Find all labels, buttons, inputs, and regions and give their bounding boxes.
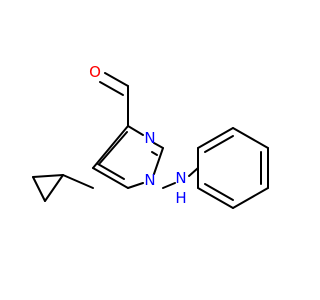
- aldehyde-double-bond: [104, 72, 129, 87]
- cyclopropyl-bond-bottom-top: [44, 174, 64, 202]
- cyclopropyl-attachment-bond: [62, 174, 94, 189]
- ring-double-bond-c6-c5: [97, 163, 125, 180]
- ring-bond-c5-c4: [92, 125, 129, 169]
- phenyl-double-bond-6: [204, 183, 234, 201]
- ring-double-bond-c5-c4: [99, 131, 128, 164]
- phenyl-bond-6: [197, 187, 234, 209]
- amine-hydrogen-label: H: [175, 189, 186, 207]
- phenyl-bond-2: [197, 127, 234, 149]
- ring-bond-n3-c2: [153, 142, 164, 149]
- cyclopropyl-bond-left-bottom: [32, 176, 46, 202]
- molecule-structure: O N N N H: [32, 63, 269, 209]
- aldehyde-double-bond-second: [99, 81, 124, 96]
- phenyl-bond-3: [232, 127, 269, 149]
- phenyl-double-bond-2: [204, 135, 234, 153]
- amine-bond-phenyl: [188, 167, 199, 177]
- ring-nitrogen-bottom-label: N: [144, 171, 155, 189]
- amine-nitrogen-label: N: [175, 169, 186, 187]
- ring-bond-c4-n3: [127, 125, 144, 136]
- bond-group: [32, 72, 269, 209]
- amine-bond-ring: [162, 182, 176, 189]
- phenyl-bond-5: [232, 187, 269, 209]
- ring-bond-c2-n1: [153, 147, 164, 175]
- atom-label-group: O N N N H: [89, 63, 187, 207]
- oxygen-atom-label: O: [89, 63, 101, 81]
- ring-double-bond-n3-c2: [151, 151, 158, 156]
- ring-bond-c6-c5: [92, 167, 129, 189]
- cyclopropyl-bond-top-left: [32, 174, 64, 178]
- ring-nitrogen-top-label: N: [144, 129, 155, 147]
- ring-bond-n1-c6: [127, 182, 144, 189]
